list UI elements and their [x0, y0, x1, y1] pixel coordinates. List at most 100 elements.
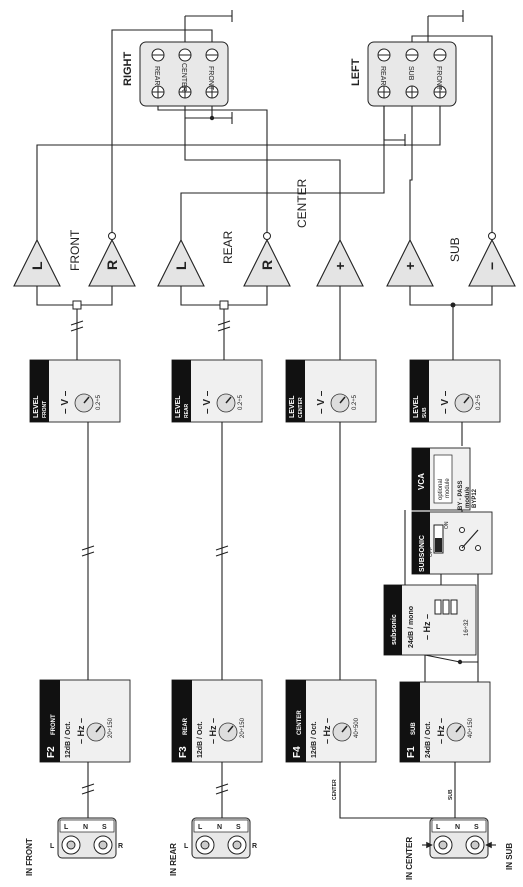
level-module-rear[interactable]: LEVEL REAR – V – 0.2÷5 [171, 359, 263, 423]
subsonic-switch-off: OFF [428, 547, 434, 557]
input-front-left: L [50, 843, 55, 850]
channel-sub-label: SUB [448, 237, 462, 262]
input-rear-label: IN REAR [169, 843, 178, 876]
knob-icon[interactable] [218, 722, 238, 742]
knob-icon[interactable] [446, 722, 466, 742]
filter-unit: – Hz – [322, 718, 332, 744]
input-front-connector: L N S L R IN FRONT [25, 817, 123, 876]
amp-front-r-label: R [104, 260, 120, 270]
level-channel: SUB [422, 407, 428, 418]
subsonic-switch-on: ON [444, 521, 450, 529]
filter-module-f3-rear[interactable]: F3 REAR 12dB / Oct. – Hz – 20÷150 [171, 679, 263, 763]
rca-jack-icon[interactable] [433, 835, 485, 855]
filter-module-f4-center[interactable]: F4 CENTER 12dB / Oct. – Hz – 40÷500 [285, 679, 377, 763]
knob-icon[interactable] [216, 393, 236, 413]
left-speaker-title: LEFT [350, 58, 362, 86]
subsonic-filter-name: subsonic [391, 614, 398, 645]
filter-channel: REAR [183, 717, 189, 735]
vca-sub1: optional [438, 479, 444, 500]
terminal-plus-icon [151, 85, 219, 99]
filter-module-f2-front[interactable]: F2 FRONT 12dB / Oct. – Hz – 20÷150 [39, 679, 131, 763]
resistor-icon [434, 599, 458, 615]
left-terminal-rear: REAR [379, 66, 386, 85]
filter-unit: – Hz – [436, 718, 446, 744]
terminal-minus-icon [377, 48, 447, 62]
vca-bypass1: BY - PASS [458, 481, 464, 510]
channel-center-label: CENTER [295, 178, 309, 228]
terminal-plus-icon [377, 85, 447, 99]
amp-front-l-label: L [29, 261, 45, 270]
filter-slope: 12dB / Oct. [197, 721, 204, 758]
amp-rear-r-label: R [259, 260, 275, 270]
level-unit: – V – [202, 390, 213, 414]
terminal-minus-icon [151, 48, 219, 62]
vca-bypass2: module [465, 486, 471, 508]
rca-jack-icon[interactable] [195, 835, 247, 855]
filter-channel: SUB [411, 722, 417, 735]
pin-l: L [64, 824, 69, 831]
level-module-sub[interactable]: LEVEL SUB – V – 0.2÷5 [409, 359, 501, 423]
right-speaker-terminals: REAR CENTER FRONT RIGHT [122, 41, 229, 107]
level-module-center[interactable]: LEVEL CENTER – V – 0.2÷5 [285, 359, 377, 423]
pin-s: S [236, 824, 241, 831]
filter-range: 40÷500 [354, 717, 360, 738]
filter-channel: CENTER [297, 710, 303, 735]
level-title: LEVEL [33, 395, 40, 418]
filter-name: F4 [292, 746, 303, 758]
input-center-label: IN CENTER [405, 837, 414, 880]
knob-icon[interactable] [332, 722, 352, 742]
level-module-front[interactable]: LEVEL FRONT – V – 0.2÷5 [29, 359, 121, 423]
left-terminal-front: FRONT [435, 66, 442, 91]
rca-jack-icon[interactable] [61, 835, 113, 855]
filter-name: F2 [46, 746, 57, 758]
switch-contact-icon [459, 527, 481, 551]
amp-sub-minus-label: − [484, 262, 500, 270]
pin-l: L [198, 824, 203, 831]
level-title: LEVEL [413, 395, 420, 418]
knob-icon[interactable] [74, 393, 94, 413]
knob-icon[interactable] [454, 393, 474, 413]
subsonic-switch-title: SUBSONIC [419, 535, 426, 572]
toggle-switch-icon[interactable] [433, 524, 444, 554]
subsonic-filter-range: 16÷32 [464, 619, 470, 636]
knob-icon[interactable] [330, 393, 350, 413]
filter-slope: 12dB / Oct. [65, 721, 72, 758]
level-unit: – V – [60, 390, 71, 414]
wire-label-center: CENTER [332, 779, 338, 800]
input-front-right: R [118, 843, 123, 850]
vca-title: VCA [417, 473, 426, 490]
filter-module-f1-sub[interactable]: F1 SUB 24dB / Oct. – Hz – 40÷150 [399, 681, 491, 763]
pin-s: S [102, 824, 107, 831]
input-rear-left: L [184, 843, 189, 850]
level-range: 0.2÷5 [96, 394, 102, 410]
filter-name: F3 [178, 746, 189, 758]
subsonic-filter-slope: 24dB / mono [408, 606, 415, 648]
amp-rear-l-label: L [173, 261, 189, 270]
amp-center-label: + [332, 262, 348, 270]
pin-s: S [474, 824, 479, 831]
level-title: LEVEL [289, 395, 296, 418]
subsonic-filter-module[interactable]: subsonic 24dB / mono – Hz – 16÷32 [383, 584, 477, 656]
subsonic-filter-unit: – Hz – [422, 614, 432, 640]
left-terminal-sub: SUB [407, 66, 414, 81]
channel-rear-label: REAR [221, 230, 235, 264]
level-unit: – V – [440, 390, 451, 414]
level-channel: FRONT [42, 401, 48, 418]
left-speaker-terminals: REAR SUB FRONT LEFT [350, 41, 457, 107]
amplifiers: L R L R + + − FRONT REAR CENTER SUB [13, 178, 516, 287]
subsonic-switch-module[interactable]: SUBSONIC OFF ON [411, 511, 493, 575]
level-unit: – V – [316, 390, 327, 414]
level-range: 0.2÷5 [352, 394, 358, 410]
amp-sub-plus-label: + [402, 262, 418, 270]
vca-bypass3: BYP12 [472, 488, 478, 508]
filter-slope: 12dB / Oct. [311, 721, 318, 758]
right-terminal-center: CENTER [180, 63, 187, 92]
filter-unit: – Hz – [76, 718, 86, 744]
input-rear-right: R [252, 843, 257, 850]
filter-range: 20÷150 [108, 717, 114, 738]
filter-slope: 24dB / Oct. [425, 721, 432, 758]
knob-icon[interactable] [86, 722, 106, 742]
filter-range: 20÷150 [240, 717, 246, 738]
right-terminal-rear: REAR [153, 66, 160, 85]
